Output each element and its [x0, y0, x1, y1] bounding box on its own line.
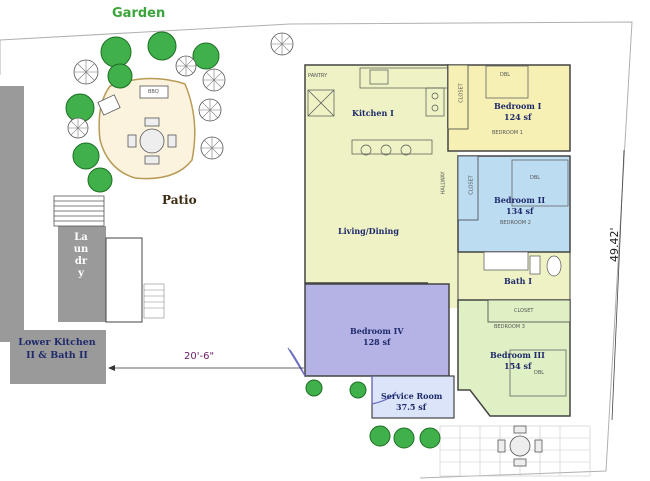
closet-2-text: CLOSET	[468, 175, 475, 195]
depth-dimension-line	[611, 149, 625, 421]
hallway-area	[428, 128, 458, 308]
bedroom-1-name: Bedroom I	[494, 101, 542, 111]
bedroom-4-name: Bedroom IV	[350, 326, 404, 336]
bedroom-2-area: 134 sf	[506, 206, 534, 216]
shrub-icon	[192, 42, 220, 70]
bbq-grill	[139, 85, 169, 99]
shrub-icon	[72, 142, 100, 170]
bed-1-text: DBL	[500, 72, 511, 78]
bath-fixtures	[483, 251, 562, 277]
tree-outline-icon	[198, 98, 222, 122]
bedroom-1-area: 124 sf	[504, 112, 532, 122]
bedroom-1-closet	[447, 64, 469, 130]
garden-label: Garden	[112, 6, 166, 21]
shrub-icon	[107, 63, 133, 89]
bedroom-2-name: Bedroom II	[494, 195, 546, 205]
bedroom-4-room	[304, 283, 450, 377]
tree-outline-icon	[270, 32, 294, 56]
bedroom-1-caps: BEDROOM 1	[492, 130, 523, 136]
shrub-icon	[419, 427, 441, 449]
shrub-icon	[349, 381, 367, 399]
tree-outline-icon	[67, 117, 89, 139]
patio-area	[98, 77, 196, 180]
bed-3-text: DBL	[534, 370, 545, 376]
shrub-icon	[305, 379, 323, 397]
tree-outline-icon	[73, 59, 99, 85]
lower-kitchen-label: Lower Kitchen II & Bath II	[18, 337, 96, 361]
patio-label: Patio	[162, 193, 197, 207]
shrub-icon	[87, 167, 113, 193]
shrub-icon	[369, 425, 391, 447]
bedroom-4-door	[287, 347, 306, 377]
lot-boundary	[0, 21, 633, 479]
bedroom-3-closet	[487, 299, 571, 323]
closet-1-text: CLOSET	[458, 83, 465, 103]
laundry-annex	[105, 237, 143, 323]
kitchen-living-room	[304, 64, 449, 284]
hallway-text: HALLWAY	[440, 171, 447, 195]
depth-dimension-label: 49.42'	[608, 227, 621, 262]
tree-outline-icon	[175, 55, 197, 77]
lower-kitchen-block	[10, 330, 106, 384]
laundry-block	[58, 226, 106, 322]
shrub-icon	[100, 36, 132, 68]
bedroom-3-caps: BEDROOM 3	[494, 324, 525, 330]
bed-3-icon	[509, 349, 567, 397]
kitchen-label: Kitchen I	[352, 108, 394, 118]
bedroom-3-area: 154 sf	[504, 361, 532, 371]
bedroom-4-area: 128 sf	[363, 337, 391, 347]
width-dimension-label: 20'-6"	[184, 351, 215, 362]
shrub-icon	[393, 427, 415, 449]
tree-outline-icon	[200, 136, 224, 160]
bedroom-2-closet	[457, 155, 479, 221]
pantry-text: PANTRY	[308, 73, 328, 79]
bed-1-icon	[485, 65, 529, 99]
stairs-lower	[143, 283, 165, 319]
tree-outline-icon	[202, 68, 226, 92]
stairs-upper	[53, 195, 105, 227]
patio-table	[127, 117, 177, 165]
bedroom-2-caps: BEDROOM 2	[500, 220, 531, 226]
left-building	[0, 86, 24, 342]
closet-3-text: CLOSET	[514, 308, 534, 314]
laundry-label: Laundry	[73, 232, 89, 279]
bed-2-text: DBL	[530, 175, 541, 181]
living-dining-label: Living/Dining	[338, 226, 399, 236]
bed-2-icon	[511, 159, 569, 207]
bedroom-3-name: Bedroom III	[490, 350, 545, 360]
bath-1-label: Bath I	[504, 276, 532, 286]
service-room-name: Service Room	[381, 391, 443, 401]
kitchen-fixtures	[307, 67, 449, 156]
outdoor-table	[497, 425, 543, 467]
bbq-text: BBQ	[148, 89, 159, 95]
width-dimension-arrow	[108, 365, 115, 371]
service-door	[371, 376, 397, 405]
service-room-area: 37.5 sf	[396, 402, 427, 412]
patio-chair	[97, 94, 121, 116]
service-room	[371, 375, 455, 419]
shrub-icon	[147, 31, 177, 61]
